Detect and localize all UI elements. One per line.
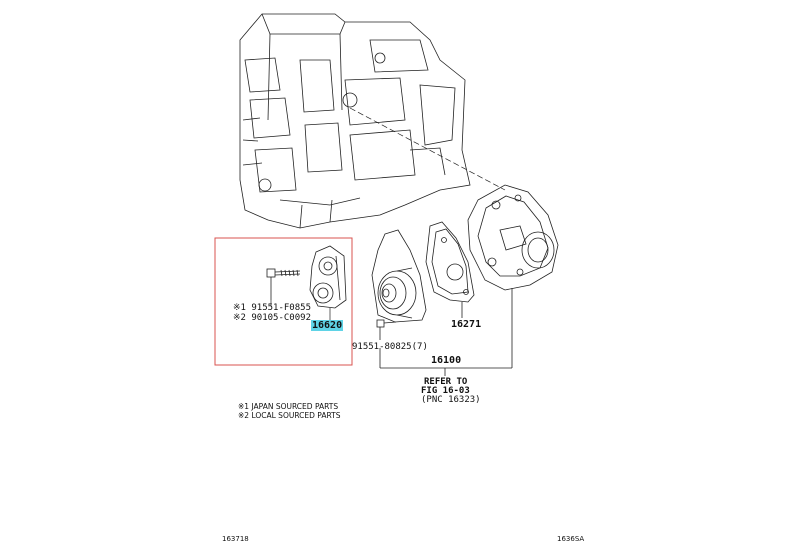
footer-right-code: 1636SA (557, 535, 585, 543)
tensioner-drawing (309, 245, 347, 309)
reference-line-2[interactable]: FIG 16-03 (421, 386, 470, 396)
pump-bolt-drawing (376, 319, 397, 340)
pump-bolt-label[interactable]: 91551-80825(7) (352, 342, 428, 352)
gasket-part-label[interactable]: 16271 (451, 319, 482, 330)
footer-left-code: 163718 (222, 535, 249, 543)
gasket-drawing (425, 221, 475, 318)
engine-block-drawing (239, 13, 471, 229)
reference-line-1[interactable]: REFER TO (424, 377, 468, 387)
tensioner-part-highlight[interactable]: 16620 (311, 320, 344, 331)
note-local-sourced: ※2 LOCAL SOURCED PARTS (238, 411, 341, 420)
tensioner-bolt-2-label[interactable]: ※2 90105-C0092 (233, 313, 311, 323)
pump-pulley-drawing (371, 229, 427, 323)
tensioner-bolt-drawing (266, 268, 301, 300)
note-japan-sourced: ※1 JAPAN SOURCED PARTS (238, 402, 339, 411)
tensioner-part-label[interactable]: 16620 (311, 320, 344, 331)
pump-assembly-label[interactable]: 16100 (431, 355, 462, 366)
leader-dashed (349, 107, 506, 191)
pump-housing-drawing (467, 184, 559, 368)
tensioner-bolt-1-label[interactable]: ※1 91551-F0855 (233, 303, 311, 313)
group-bracket-lines (379, 348, 512, 376)
tensioner-leaders (270, 300, 331, 320)
reference-line-3: (PNC 16323) (421, 395, 481, 405)
tensioner-highlight-box (214, 237, 353, 366)
